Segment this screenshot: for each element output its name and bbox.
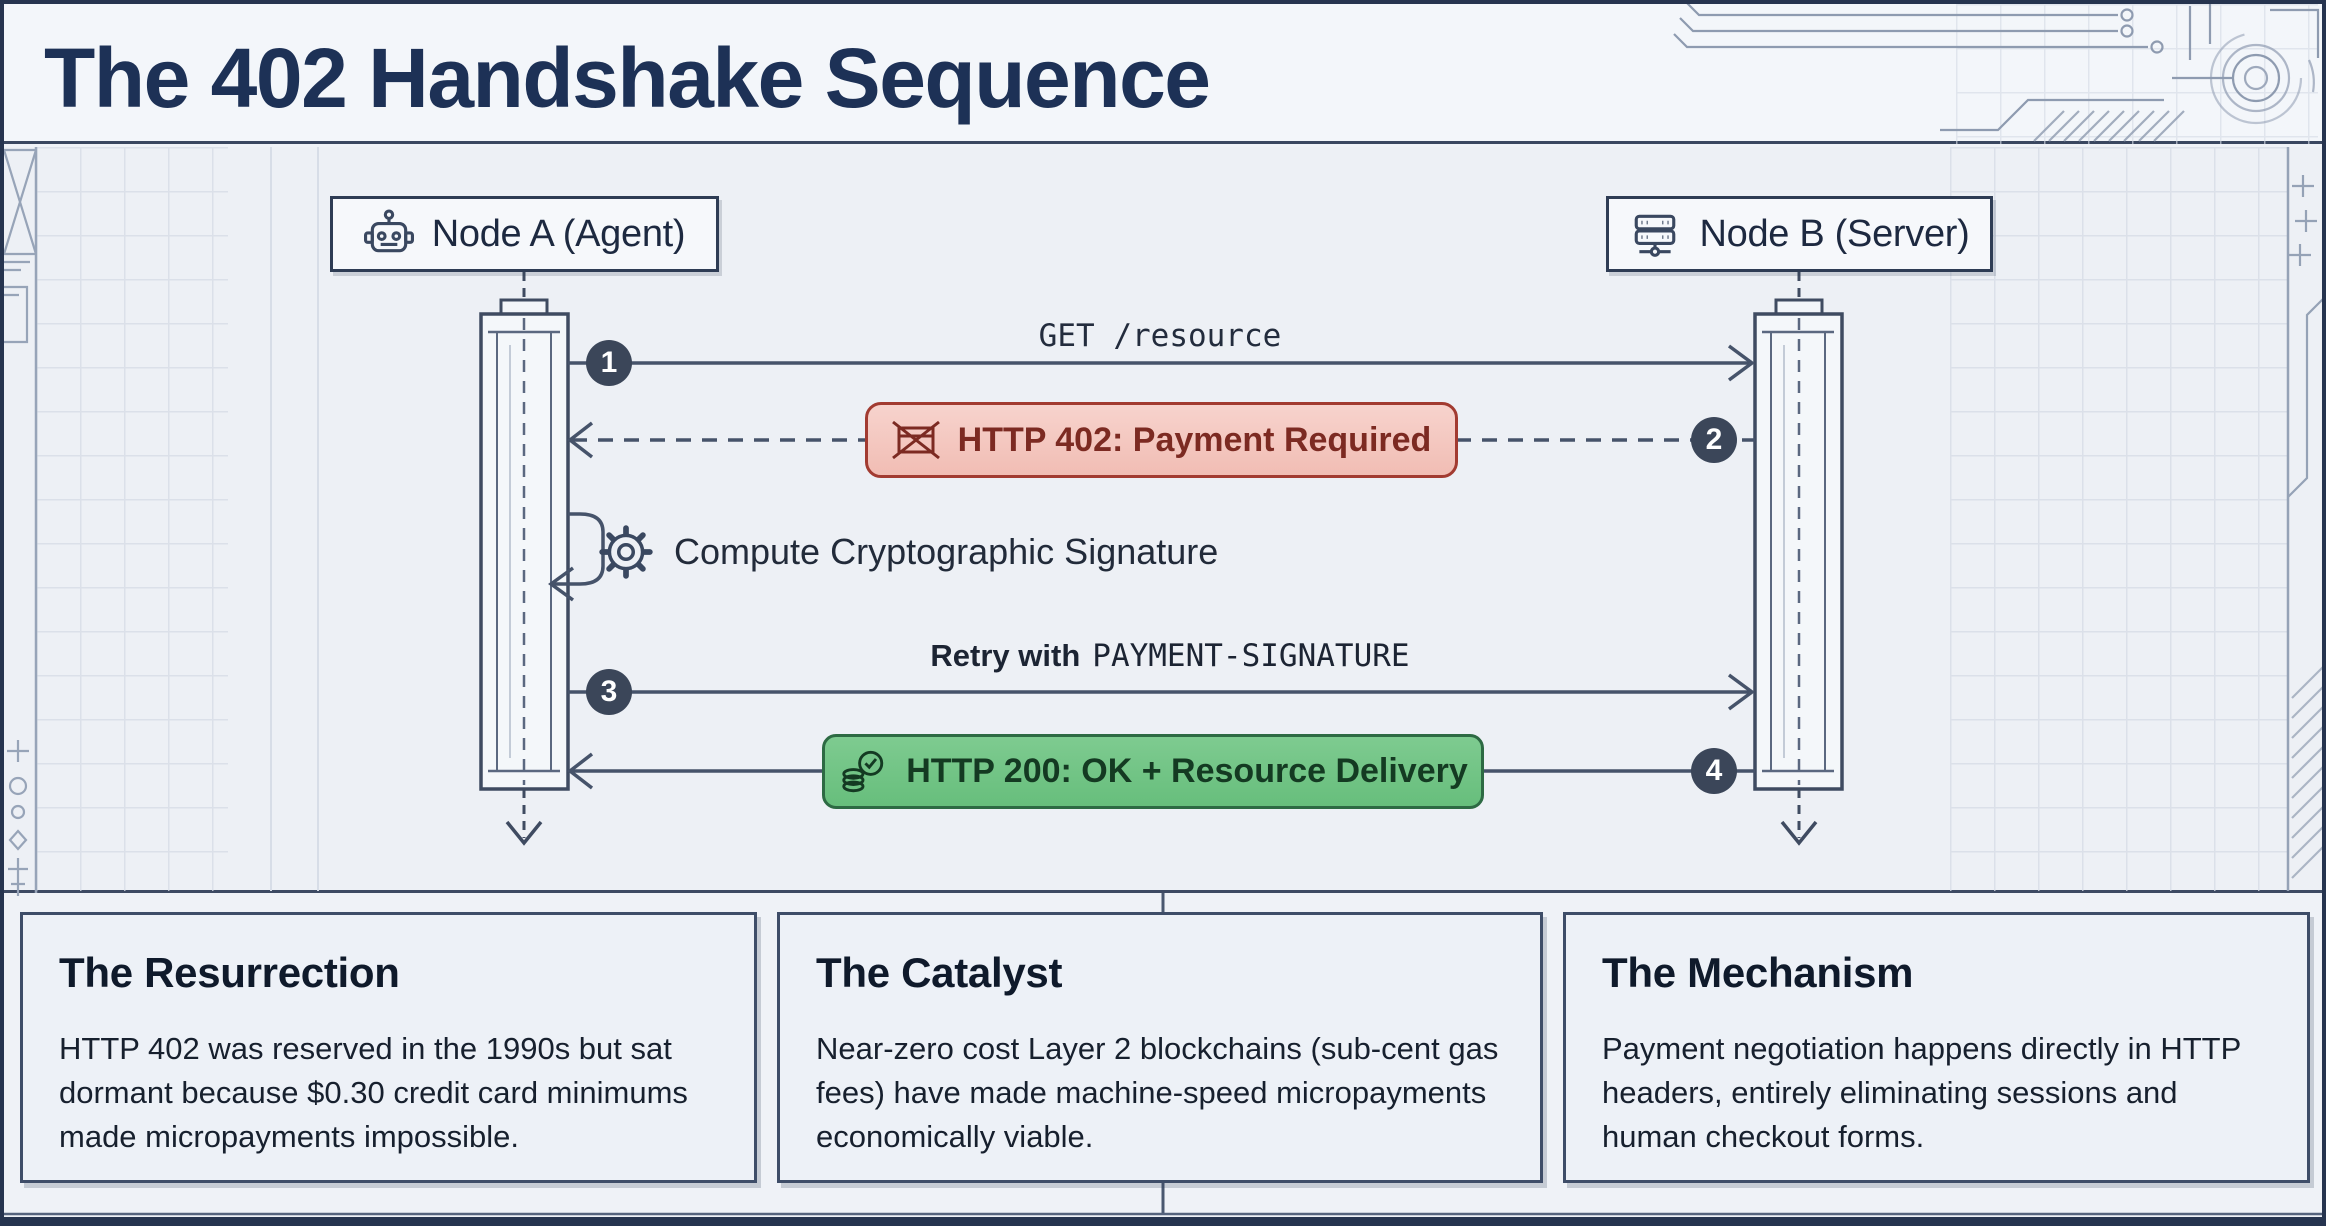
arrowhead-left	[567, 421, 594, 459]
grid-accent-line	[317, 147, 319, 891]
page-title: The 402 Handshake Sequence	[44, 31, 1211, 125]
step-badge-3: 3	[586, 669, 632, 715]
step-badge-2: 2	[1691, 417, 1737, 463]
lifeline-b	[1753, 272, 1844, 846]
card-body: Near-zero cost Layer 2 blockchains (sub-…	[816, 1031, 1499, 1155]
compute-signature-step: Compute Cryptographic Signature	[598, 524, 1218, 580]
node-a-label: Node A (Agent)	[431, 212, 686, 255]
info-card-mechanism: The Mechanism Payment negotiation happen…	[1563, 912, 2310, 1183]
http-200-label: HTTP 200: OK + Resource Delivery	[906, 752, 1468, 790]
right-margin-decoration	[2286, 147, 2326, 891]
grid-header-right	[1956, 4, 2318, 144]
retry-label-prefix: Retry with	[930, 638, 1081, 673]
http-402-label: HTTP 402: Payment Required	[957, 420, 1432, 459]
card-body: HTTP 402 was reserved in the 1990s but s…	[59, 1031, 688, 1155]
card-title: The Resurrection	[59, 949, 400, 996]
node-b-label: Node B (Server)	[1699, 212, 1970, 255]
arrowhead-right	[1727, 673, 1755, 711]
gear-icon	[599, 525, 653, 579]
http-402-box: HTTP 402: Payment Required	[865, 402, 1458, 478]
card-body: Payment negotiation happens directly in …	[1602, 1031, 2241, 1155]
robot-icon	[363, 209, 414, 253]
card-title: The Mechanism	[1602, 949, 1914, 996]
grid-left	[36, 147, 228, 891]
message-get-label: GET /resource	[1038, 318, 1282, 354]
grid-accent-line	[270, 147, 272, 891]
info-card-catalyst: The Catalyst Near-zero cost Layer 2 bloc…	[777, 912, 1543, 1183]
arrowhead-right	[1727, 344, 1755, 382]
card-title: The Catalyst	[816, 949, 1063, 996]
message-retry-label: Retry with PAYMENT-SIGNATURE	[850, 632, 1490, 680]
server-icon	[1635, 214, 1676, 257]
left-margin-decoration	[0, 147, 38, 896]
info-card-resurrection: The Resurrection HTTP 402 was reserved i…	[20, 912, 757, 1183]
self-loop	[553, 512, 605, 586]
blocked-payment-icon	[891, 420, 940, 460]
arrowhead-left	[548, 566, 575, 602]
circuit-decoration	[1673, 0, 2320, 142]
arrowhead-left	[567, 752, 594, 790]
step-badge-1: 1	[586, 340, 632, 386]
compute-signature-label: Compute Cryptographic Signature	[674, 531, 1219, 572]
node-b-box: Node B (Server)	[1606, 196, 1993, 272]
header-band	[4, 4, 2322, 144]
http-200-box: HTTP 200: OK + Resource Delivery	[822, 734, 1484, 809]
retry-label-code: PAYMENT-SIGNATURE	[1092, 638, 1410, 674]
lifeline-a	[479, 272, 570, 846]
node-a-box: Node A (Agent)	[330, 196, 719, 272]
step-badge-4: 4	[1691, 748, 1737, 794]
grid-right	[1950, 147, 2288, 891]
coins-check-icon	[842, 750, 884, 792]
section-connectors	[4, 893, 2322, 1216]
